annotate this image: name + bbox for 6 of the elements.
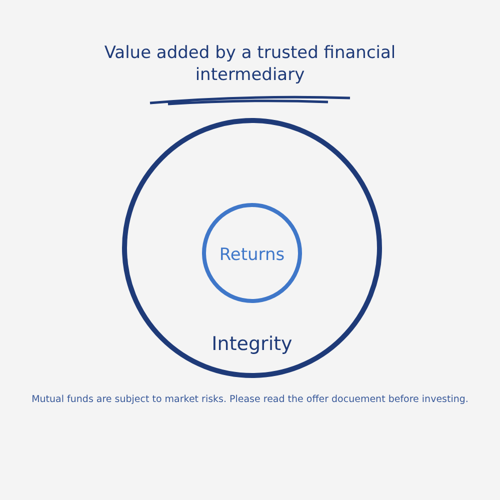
inner-circle bbox=[202, 203, 302, 303]
circle-label: Returns bbox=[218, 245, 286, 265]
circle-label: Integrity bbox=[210, 333, 294, 355]
outer-circle bbox=[122, 118, 382, 378]
disclaimer: Mutual funds are subject to market risks. Please read the offer docuement before investing. bbox=[30, 394, 470, 405]
title: Value added by a trusted financial intermediary bbox=[103, 42, 397, 86]
